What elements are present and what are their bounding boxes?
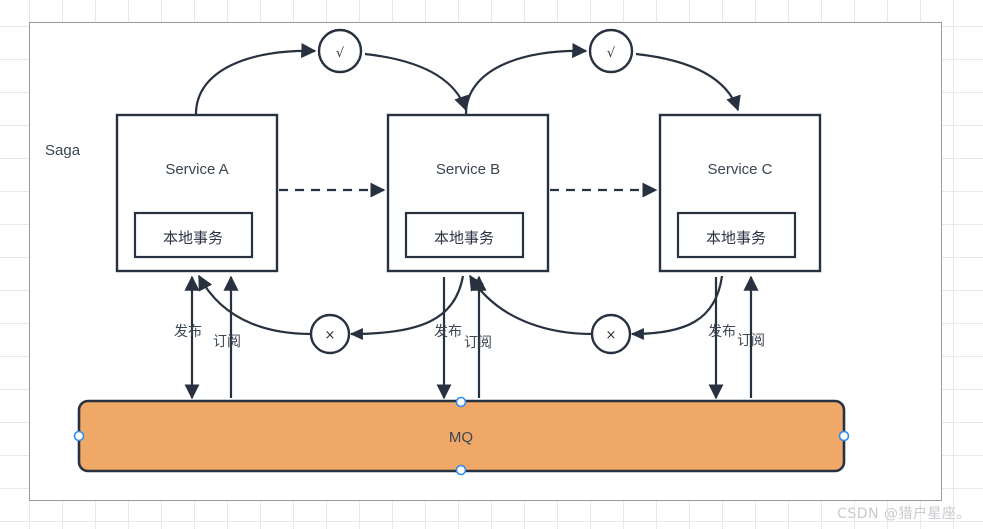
- success-node-2-circle[interactable]: [588, 28, 634, 74]
- edge-b-bottom-to-x1[interactable]: [349, 275, 465, 340]
- service-c-subscribe-label: 订阅: [737, 333, 765, 349]
- service-c-local-tx-box[interactable]: [676, 211, 797, 259]
- edge-c-bottom-to-x2[interactable]: [630, 275, 724, 340]
- csdn-watermark: CSDN @猎户星座。: [837, 506, 971, 522]
- mq-label: MQ: [449, 429, 473, 446]
- edge-ok1-to-b[interactable]: [364, 52, 469, 112]
- service-a-subscribe-label: 订阅: [213, 334, 241, 350]
- success-node-1-circle[interactable]: [317, 28, 363, 74]
- service-c-title: Service C: [707, 161, 772, 178]
- service-a-local-tx-label: 本地事务: [163, 229, 223, 247]
- service-b-title: Service B: [436, 161, 500, 178]
- service-b-local-tx-box[interactable]: [404, 211, 525, 259]
- success-node-2-label: √: [607, 46, 616, 61]
- service-a-publish-label: 发布: [174, 324, 202, 340]
- service-a-title: Service A: [165, 161, 228, 178]
- saga-title-label: Saga: [45, 142, 81, 159]
- success-node-1-label: √: [336, 46, 345, 61]
- mq-handle-bottom[interactable]: [455, 464, 467, 476]
- edge-x2-to-b-bottom[interactable]: [469, 274, 593, 336]
- service-c-publish-label: 发布: [708, 324, 736, 340]
- mq-handle-top[interactable]: [455, 396, 467, 408]
- mq-handle-left[interactable]: [73, 430, 85, 442]
- service-a-local-tx-box[interactable]: [133, 211, 254, 259]
- mq-handle-right[interactable]: [838, 430, 850, 442]
- edge-b-to-ok2[interactable]: [464, 43, 588, 115]
- edge-ok2-to-c[interactable]: [635, 52, 741, 112]
- compensation-node-2-label: ×: [606, 328, 617, 343]
- edge-x1-to-a-bottom[interactable]: [198, 274, 312, 336]
- edge-a-to-ok1[interactable]: [194, 43, 317, 115]
- service-b-subscribe-label: 订阅: [464, 335, 492, 351]
- compensation-node-1-label: ×: [325, 328, 336, 343]
- service-c-local-tx-label: 本地事务: [706, 229, 766, 247]
- service-b-local-tx-label: 本地事务: [434, 229, 494, 247]
- service-b-publish-label: 发布: [434, 324, 462, 340]
